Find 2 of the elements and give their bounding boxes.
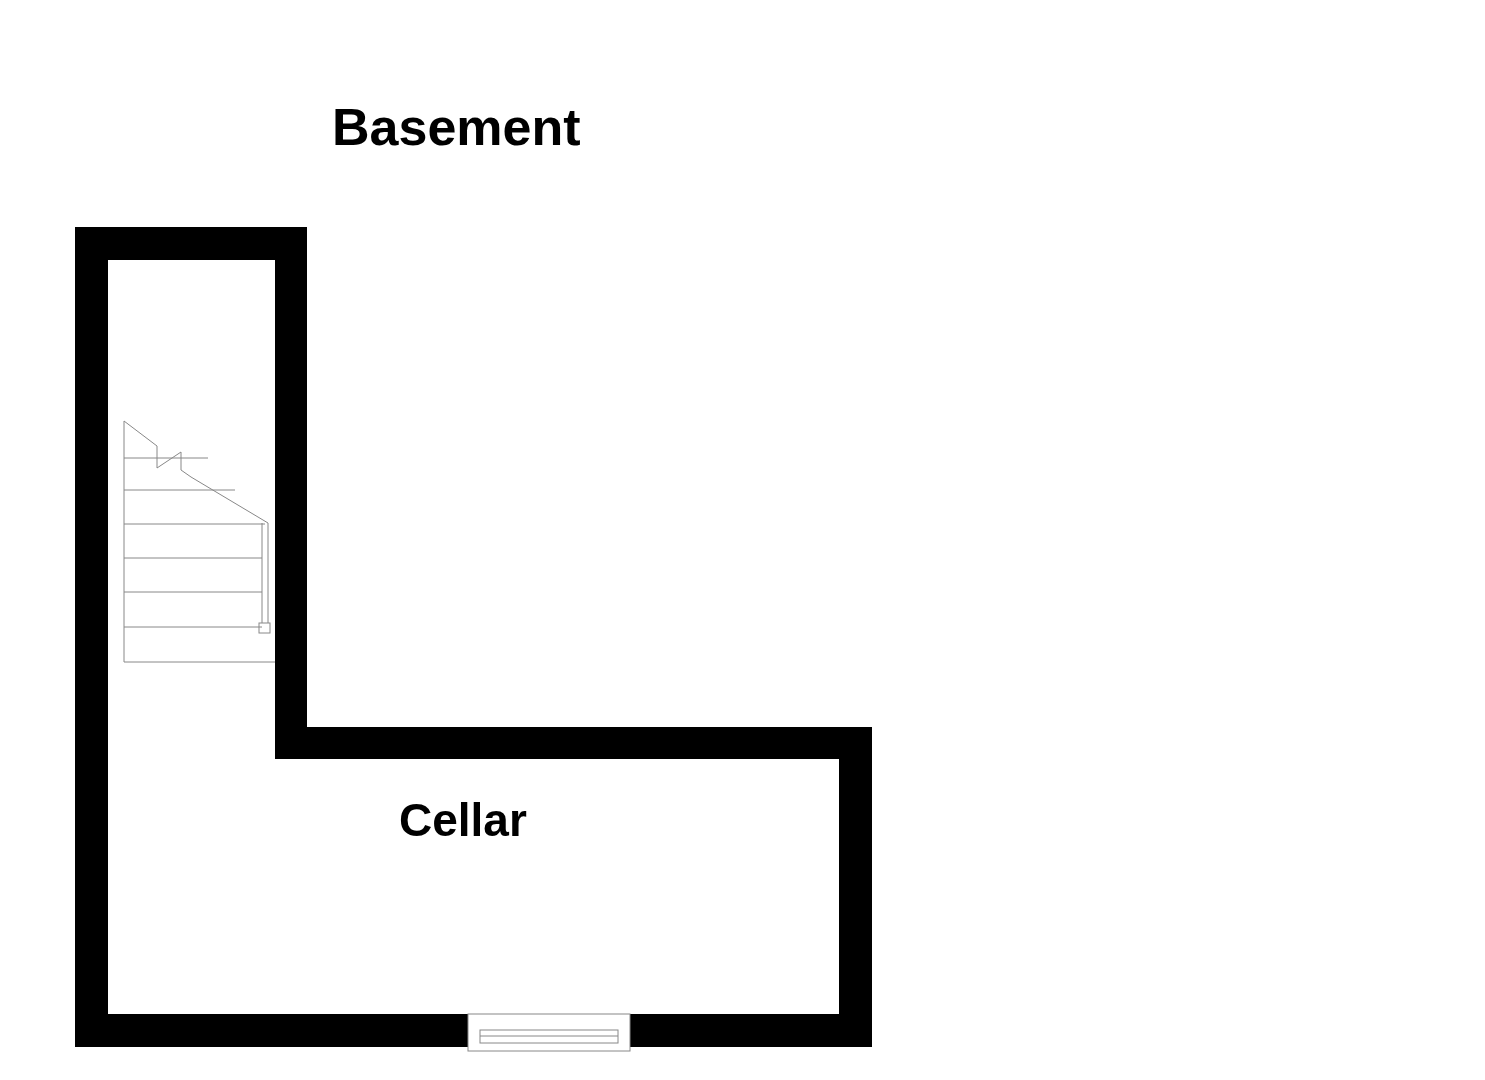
room-label: Cellar: [399, 793, 527, 847]
plan-title: Basement: [332, 97, 581, 158]
